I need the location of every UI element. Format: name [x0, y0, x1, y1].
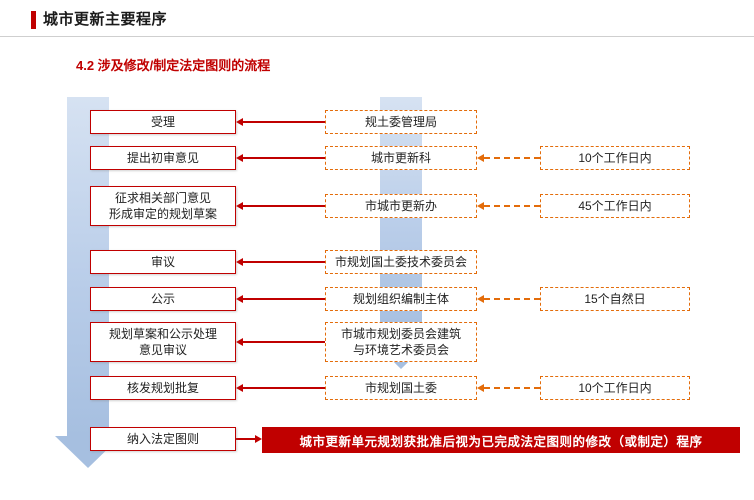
flow-step-consult-departments: 征求相关部门意见 形成审定的规划草案 [90, 186, 236, 226]
org-planning-land-bureau: 规土委管理局 [325, 110, 477, 134]
arrow-org-to-step-4 [236, 258, 325, 266]
flow-step-incorporate-statutory-plan: 纳入法定图则 [90, 427, 236, 451]
arrow-duration-to-org-2 [477, 202, 540, 210]
arrow-org-to-step-2 [236, 154, 325, 162]
arrow-duration-to-org-1 [477, 154, 540, 162]
duration-10-working-days-1: 10个工作日内 [540, 146, 690, 170]
duration-45-working-days: 45个工作日内 [540, 194, 690, 218]
flow-step-public-notice: 公示 [90, 287, 236, 311]
arrow-org-to-step-3 [236, 202, 325, 210]
arrow-org-to-step-7 [236, 384, 325, 392]
org-technical-committee: 市规划国土委技术委员会 [325, 250, 477, 274]
flow-step-acceptance: 受理 [90, 110, 236, 134]
org-plan-compiling-body: 规划组织编制主体 [325, 287, 477, 311]
result-banner: 城市更新单元规划获批准后视为已完成法定图则的修改（或制定）程序 [262, 427, 740, 453]
org-architecture-art-committee: 市城市规划委员会建筑 与环境艺术委员会 [325, 322, 477, 362]
flow-step-initial-review: 提出初审意见 [90, 146, 236, 170]
section-subtitle: 4.2 涉及修改/制定法定图则的流程 [76, 58, 271, 73]
arrow-step-to-banner [236, 435, 262, 443]
flow-step-issue-approval: 核发规划批复 [90, 376, 236, 400]
flow-step-deliberation: 审议 [90, 250, 236, 274]
arrow-org-to-step-5 [236, 295, 325, 303]
title-accent-bar [31, 11, 36, 29]
flow-step-draft-and-comments-review: 规划草案和公示处理 意见审议 [90, 322, 236, 362]
duration-15-natural-days: 15个自然日 [540, 287, 690, 311]
arrow-duration-to-org-3 [477, 295, 540, 303]
duration-10-working-days-2: 10个工作日内 [540, 376, 690, 400]
page-title: 城市更新主要程序 [43, 11, 168, 28]
header-divider [0, 36, 754, 37]
org-planning-land-commission: 市规划国土委 [325, 376, 477, 400]
org-urban-renewal-section: 城市更新科 [325, 146, 477, 170]
arrow-org-to-step-6 [236, 338, 325, 346]
org-city-urban-renewal-office: 市城市更新办 [325, 194, 477, 218]
arrow-org-to-step-1 [236, 118, 325, 126]
arrow-duration-to-org-4 [477, 384, 540, 392]
